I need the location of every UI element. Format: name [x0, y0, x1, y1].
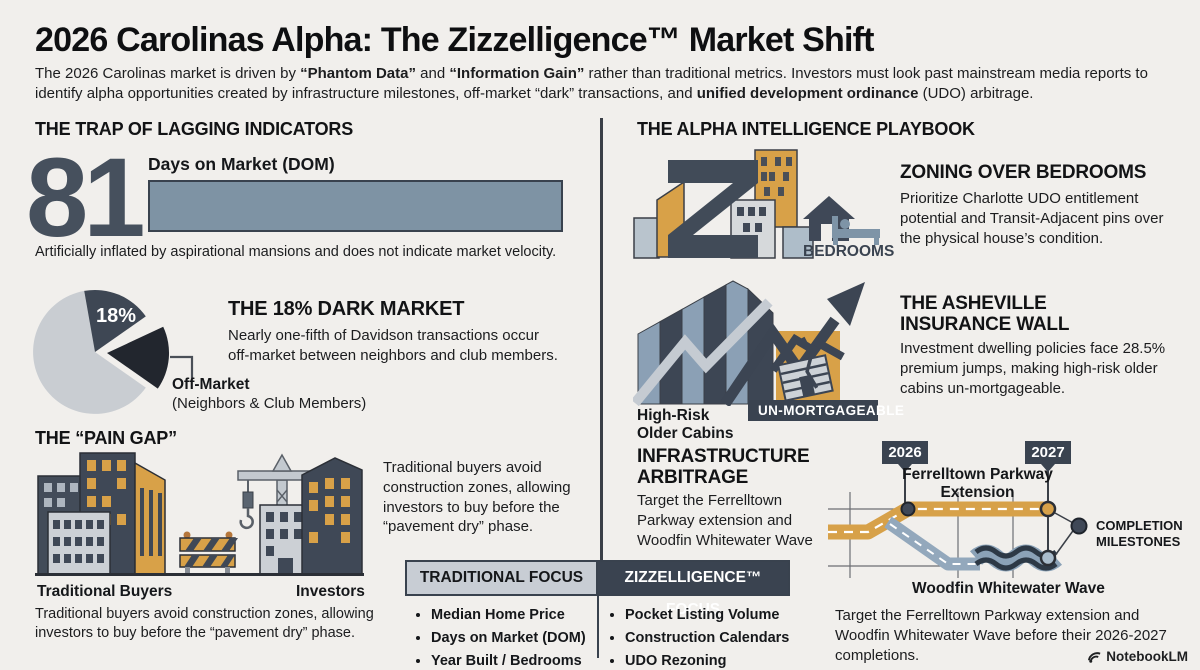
insurance-body: Investment dwelling policies face 28.5% …: [900, 340, 1166, 397]
list-item: Median Home Price: [431, 604, 597, 627]
bedrooms-label: BEDROOMS: [803, 243, 895, 260]
brand-name: NotebookLM: [1106, 649, 1188, 664]
insurance-title: THE ASHEVILLE INSURANCE WALL: [900, 293, 1070, 336]
notebooklm-logo-icon: [1088, 652, 1101, 663]
pie-callout-sub: (Neighbors & Club Members): [172, 395, 367, 412]
right-section-title: THE ALPHA INTELLIGENCE PLAYBOOK: [637, 119, 975, 139]
list-item: Year Built / Bedrooms: [431, 650, 597, 670]
list-item: Construction Calendars: [625, 627, 790, 650]
infrastructure-map: [828, 468, 1088, 578]
infrastructure-body: Target the Ferrelltown Parkway extension…: [637, 492, 813, 549]
list-item: UDO Rezoning Potential: [625, 650, 790, 670]
milestones-label: COMPLETION MILESTONES: [1096, 518, 1183, 549]
column-divider: [600, 118, 603, 562]
dom-bar-label: Days on Market (DOM): [148, 154, 335, 174]
list-item: Pocket Listing Volume: [625, 604, 790, 627]
milestone-flag-2027: 2027: [1025, 441, 1071, 472]
insurance-chart-illustration: [633, 280, 865, 406]
flag-pointer: [898, 464, 912, 472]
pain-gap-title: THE “PAIN GAP”: [35, 428, 177, 448]
zoning-z-illustration: [633, 149, 880, 259]
risk-label-line2: Older Cabins: [637, 425, 734, 442]
dom-value: 81: [26, 135, 146, 260]
comparison-table: TRADITIONAL FOCUS ZIZZELLIGENCE™ FOCUS M…: [405, 560, 790, 670]
page-subtitle: The 2026 Carolinas market is driven by “…: [35, 65, 1148, 102]
pain-gap-label-right: Investors: [296, 583, 365, 600]
unmortgageable-badge: UN-MORTGAGEABLE: [748, 400, 904, 421]
zoning-title: ZONING OVER BEDROOMS: [900, 162, 1147, 183]
brand-footer: NotebookLM: [1087, 649, 1188, 664]
pie-percent-label: 18%: [96, 305, 136, 327]
risk-label-line1: High-Risk: [637, 407, 710, 424]
comparison-header-traditional: TRADITIONAL FOCUS: [405, 560, 598, 596]
comparison-list-traditional: Median Home PriceDays on Market (DOM)Yea…: [405, 596, 597, 670]
left-section-title: THE TRAP OF LAGGING INDICATORS: [35, 119, 354, 139]
river-label: Woodfin Whitewater Wave: [912, 580, 1105, 597]
milestone-flag-2026: 2026: [882, 441, 928, 472]
pain-gap-illustration: [35, 452, 364, 576]
comparison-header-zizzelligence: ZIZZELLIGENCE™ FOCUS: [598, 560, 790, 618]
pain-gap-label-left: Traditional Buyers: [37, 583, 173, 600]
flag-pointer: [1041, 464, 1055, 472]
zoning-body: Prioritize Charlotte UDO entitlement pot…: [900, 190, 1164, 247]
road-label: Ferrelltown Parkway Extension: [902, 466, 1053, 501]
dark-market-body: Nearly one-fifth of Davidson transaction…: [228, 327, 558, 364]
list-item: Days on Market (DOM): [431, 627, 597, 650]
pie-callout-title: Off-Market: [172, 376, 250, 393]
pain-gap-side-text: Traditional buyers avoid construction zo…: [383, 459, 571, 536]
page-title: 2026 Carolinas Alpha: The Zizzelligence™…: [35, 21, 874, 59]
comparison-column-divider: [597, 596, 599, 658]
comparison-list-zizzelligence: Pocket Listing VolumeConstruction Calend…: [599, 596, 790, 670]
dom-bar: [148, 180, 563, 232]
infrastructure-title: INFRASTRUCTURE ARBITRAGE: [637, 446, 810, 489]
dark-market-pie-chart: 18%: [33, 289, 194, 414]
dom-caption: Artificially inflated by aspirational ma…: [35, 244, 557, 260]
dark-market-title: THE 18% DARK MARKET: [228, 298, 465, 320]
infrastructure-caption: Target the Ferrelltown Parkway extension…: [835, 607, 1167, 664]
pain-gap-caption: Traditional buyers avoid construction zo…: [35, 606, 374, 641]
